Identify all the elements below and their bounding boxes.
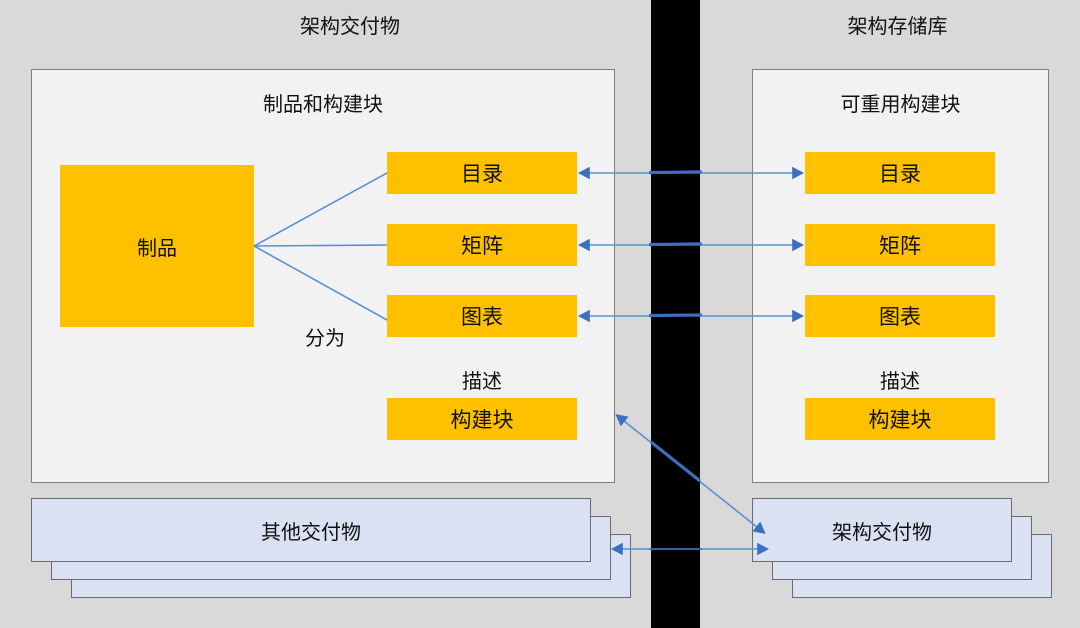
block-artifact[interactable]: 制品 [60, 165, 254, 327]
column-title-right: 架构存储库 [847, 16, 948, 38]
label-describes-left: 描述 [462, 371, 502, 393]
block-left-catalog[interactable]: 目录 [387, 152, 577, 194]
panel-right-title: 可重用构建块 [840, 94, 961, 116]
block-right-chart[interactable]: 图表 [805, 295, 995, 337]
stack-sheet-front[interactable]: 其他交付物 [31, 498, 591, 562]
column-title-left: 架构交付物 [300, 16, 400, 38]
center-divider [651, 0, 700, 628]
panel-left-title: 制品和构建块 [263, 94, 383, 116]
block-left-matrix[interactable]: 矩阵 [387, 224, 577, 266]
stack-other-deliverables[interactable]: 其他交付物 [31, 498, 631, 598]
block-right-building-block[interactable]: 构建块 [805, 398, 995, 440]
block-right-matrix[interactable]: 矩阵 [805, 224, 995, 266]
stack-architecture-deliverables[interactable]: 架构交付物 [752, 498, 1072, 598]
block-left-chart[interactable]: 图表 [387, 295, 577, 337]
block-left-building-block[interactable]: 构建块 [387, 398, 577, 440]
stack-sheet-front[interactable]: 架构交付物 [752, 498, 1012, 562]
label-describes-right: 描述 [880, 371, 920, 393]
label-divides-into: 分为 [305, 328, 345, 350]
block-right-catalog[interactable]: 目录 [805, 152, 995, 194]
